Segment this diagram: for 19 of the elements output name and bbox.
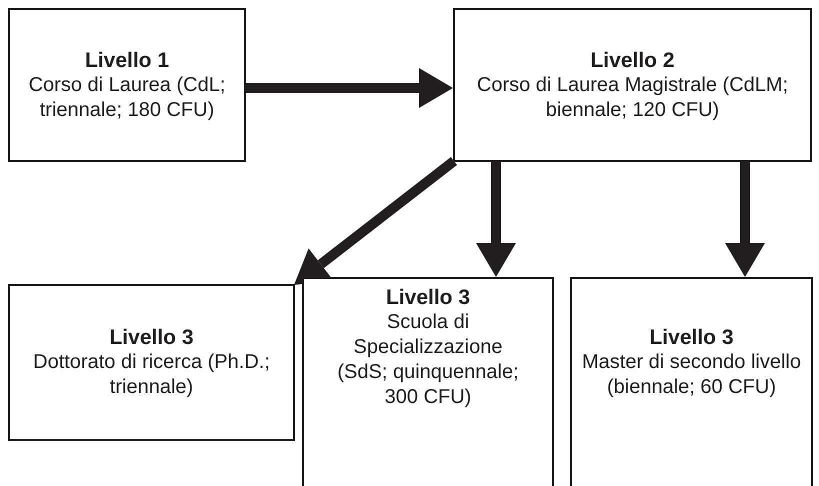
level-heading: Livello 2 [590, 48, 675, 72]
level-box [453, 8, 812, 162]
course-description: Corso di Laurea Magistrale (CdLM; biennale; 120 CFU) [476, 72, 790, 122]
level-heading: Livello 1 [84, 48, 170, 72]
arrow [725, 162, 765, 277]
arrow [476, 162, 516, 277]
level-box [8, 8, 246, 162]
course-description: Master di secondo livello (biennale; 60 CFU) [582, 350, 802, 400]
course-description: Corso di Laurea (CdL; triennale; 180 CFU) [28, 72, 226, 122]
level-box [302, 277, 554, 486]
level-box [8, 284, 295, 441]
level-heading: Livello 3 [649, 325, 734, 350]
arrow [294, 157, 458, 285]
course-description: Scuola di Specializzazione (SdS; quinquennale; 300 CFU) [336, 310, 520, 410]
level-box [570, 277, 813, 486]
course-description: Dottorato di ricerca (Ph.D.; triennale) [32, 350, 271, 400]
arrow [246, 68, 453, 108]
level-heading: Livello 3 [386, 285, 470, 310]
level-heading: Livello 3 [109, 325, 194, 350]
